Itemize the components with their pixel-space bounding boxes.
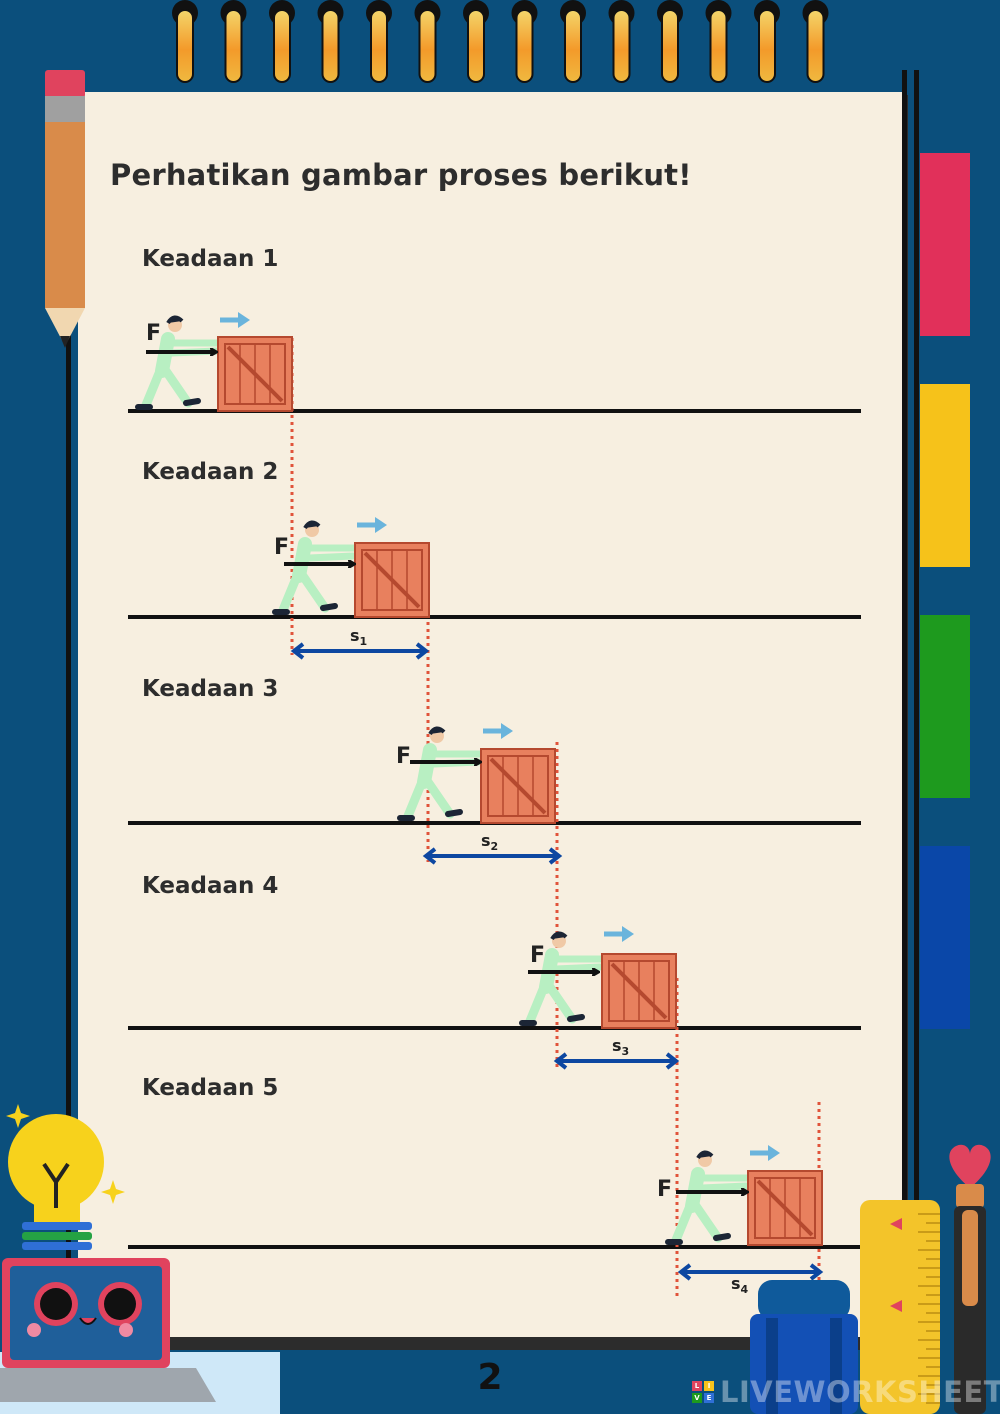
backpack-icon [750, 1280, 858, 1414]
notebook-edge [902, 70, 907, 1360]
paper-sheet [78, 92, 904, 1337]
displacement-label: s4 [731, 1274, 749, 1296]
logo-letter: L [692, 1381, 702, 1391]
crate-icon [217, 336, 293, 412]
displacement-arrow-head [290, 642, 305, 660]
heart-brush-icon [949, 1144, 991, 1414]
motion-arrow-icon [375, 517, 387, 533]
force-label: F [146, 321, 161, 346]
displacement-arrow-head [665, 1052, 680, 1070]
displacement-arrow-head [677, 1263, 692, 1281]
keadaan-5-label: Keadaan 5 [142, 1075, 279, 1101]
force-label: F [396, 744, 411, 769]
force-label: F [530, 943, 545, 968]
page-number: 2 [477, 1357, 503, 1398]
spiral-coil [608, 0, 635, 83]
keadaan-2-label: Keadaan 2 [142, 459, 279, 485]
liveworksheets-watermark: L I V E LIVEWORKSHEETS [692, 1375, 1000, 1409]
spiral-coil [705, 0, 732, 83]
motion-arrow-icon [238, 312, 250, 328]
displacement-label: s1 [350, 626, 367, 648]
person-pushing-icon [272, 520, 359, 615]
ruler-icon [860, 1200, 940, 1414]
crate-icon [480, 748, 556, 824]
watermark-text: LIVEWORKSHEETS [720, 1375, 1000, 1409]
logo-letter: E [704, 1393, 714, 1403]
displacement-arrow-head [553, 1052, 568, 1070]
spiral-coil [657, 0, 683, 83]
keadaan-3-label: Keadaan 3 [142, 676, 279, 702]
crate-icon [354, 542, 430, 618]
person-pushing-icon [397, 726, 484, 821]
notebook-edge [914, 70, 919, 1360]
motion-arrow-icon [501, 723, 513, 739]
page-title: Perhatikan gambar proses berikut! [110, 158, 692, 192]
spiral-coil [802, 0, 829, 83]
displacement-arrow-head [548, 847, 563, 865]
spiral-coil [317, 0, 344, 83]
spiral-coil [511, 0, 538, 83]
displacement-arrow-head [415, 642, 430, 660]
logo-letter: I [704, 1381, 714, 1391]
spiral-coil [414, 0, 441, 83]
crate-icon [747, 1170, 823, 1246]
spiral-coil [366, 0, 392, 83]
logo-letter: V [692, 1393, 702, 1403]
laptop-face-icon [0, 1258, 280, 1414]
crate-icon [601, 953, 677, 1029]
spiral-coil [754, 0, 780, 83]
spiral-coil [269, 0, 295, 83]
tab-blue[interactable] [920, 846, 970, 1029]
displacement-arrow-head [809, 1263, 824, 1281]
displacement-label: s3 [612, 1036, 629, 1058]
liveworksheets-logo-icon: L I V E [692, 1381, 714, 1403]
tab-red[interactable] [920, 153, 970, 336]
spiral-coil [220, 0, 247, 83]
person-pushing-icon [665, 1150, 752, 1245]
motion-arrow-icon [768, 1145, 780, 1161]
spiral-binding-icon [172, 0, 829, 83]
pencil-icon [45, 70, 85, 348]
spiral-coil [463, 0, 489, 83]
force-label: F [274, 535, 289, 560]
keadaan-1-label: Keadaan 1 [142, 246, 279, 272]
lightbulb-icon [6, 1104, 125, 1250]
displacement-label: s2 [481, 831, 498, 853]
motion-arrow-icon [622, 926, 634, 942]
person-pushing-icon [519, 931, 606, 1026]
tab-green[interactable] [920, 615, 970, 798]
displacement-arrow-head [422, 847, 437, 865]
tab-yellow[interactable] [920, 384, 970, 567]
spiral-coil [560, 0, 586, 83]
spiral-coil [172, 0, 198, 83]
keadaan-4-label: Keadaan 4 [142, 873, 279, 899]
force-label: F [657, 1177, 672, 1202]
notebook-edge [66, 330, 71, 1340]
